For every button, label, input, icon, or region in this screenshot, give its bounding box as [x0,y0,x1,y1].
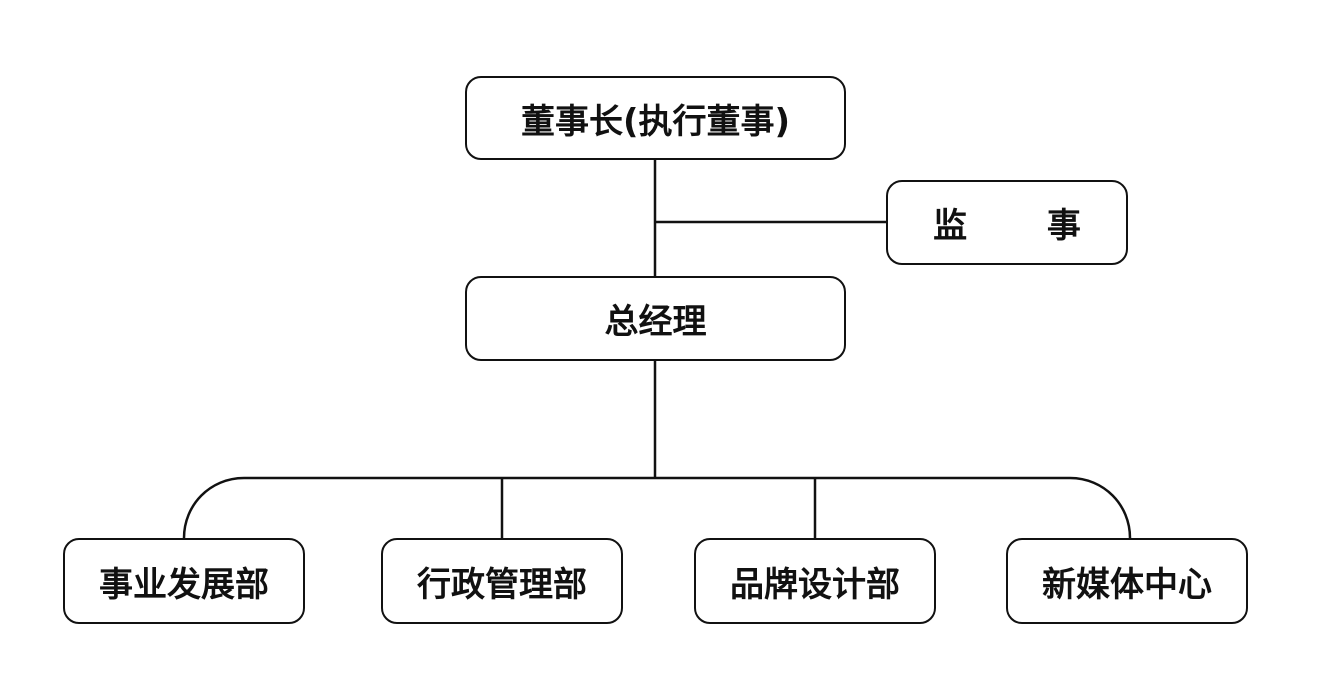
departments-bus-line [182,476,1132,539]
supervisor-box: 监 事 [886,180,1128,265]
chairman-box: 董事长(执行董事) [465,76,846,160]
department-box-brand-design: 品牌设计部 [694,538,936,624]
chairman-label: 董事长(执行董事) [520,101,791,142]
department-box-administration: 行政管理部 [381,538,623,624]
department-box-new-media-center: 新媒体中心 [1006,538,1248,624]
department-label: 事业发展部 [99,564,269,605]
department-label: 新媒体中心 [1042,564,1212,605]
department-box-business-development: 事业发展部 [63,538,305,624]
general-manager-box: 总经理 [465,276,846,361]
department-label: 品牌设计部 [730,564,900,605]
supervisor-label: 监 事 [933,206,1115,246]
department-label: 行政管理部 [417,564,587,605]
general-manager-label: 总经理 [604,302,707,342]
